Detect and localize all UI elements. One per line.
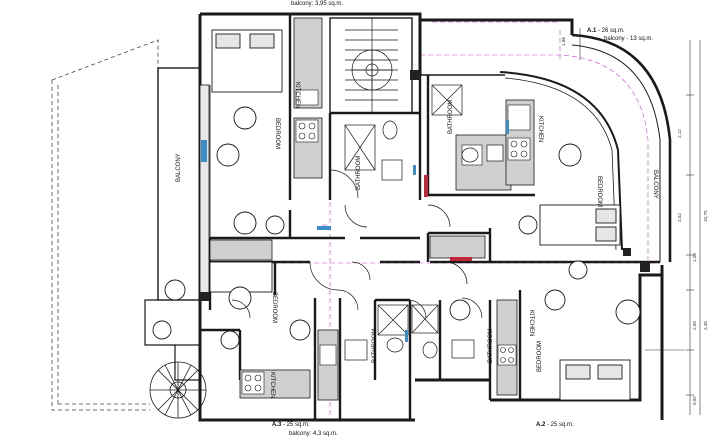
apartment-a3-area: - 25 sq.m. bbox=[283, 422, 310, 428]
apartment-a3-balcony: balcony: 4,3 sq.m. bbox=[289, 431, 338, 437]
room-label-balcony-right: BALCONY bbox=[652, 170, 658, 199]
apartment-a3-header: A.3 - 25 sq.m. bbox=[272, 422, 310, 429]
room-label-balcony-left: BALCONY bbox=[176, 153, 182, 182]
apartment-a1-header: A.1 - 26 sq.m. bbox=[587, 28, 625, 35]
dim-label-6: 2,00 bbox=[692, 321, 697, 330]
dim-label-8: 0,92 bbox=[692, 396, 697, 405]
apartment-a2-area: - 25 sq.m. bbox=[547, 422, 574, 428]
terrace-outline bbox=[51, 39, 159, 411]
dim-label-3: 2,52 bbox=[677, 213, 682, 222]
central-staircase bbox=[329, 17, 413, 114]
room-label-bedroom-top-left: BEDROOM bbox=[274, 118, 280, 150]
room-label-bedroom-bottom-right: BEDROOM bbox=[537, 340, 543, 372]
apartment-a2-header: A.2 - 25 sq.m. bbox=[536, 422, 574, 429]
room-label-bathroom-bottom-right: BATHROOM bbox=[488, 328, 494, 363]
dim-label-4: 10,70 bbox=[703, 210, 708, 223]
door-swings bbox=[231, 169, 483, 319]
room-label-kitchen-bottom-right: KITCHEN bbox=[528, 310, 534, 337]
furniture bbox=[152, 106, 641, 350]
spiral-stair bbox=[149, 361, 207, 419]
bath-fixtures bbox=[344, 84, 504, 361]
red-doors bbox=[424, 175, 472, 261]
room-label-kitchen-bottom-left: KITCHEN bbox=[269, 372, 275, 399]
beds bbox=[209, 29, 631, 401]
room-label-bathroom-bottom-left: BATHROOM bbox=[372, 328, 378, 363]
room-label-kitchen-top-left: KITCHEN bbox=[294, 82, 300, 109]
columns bbox=[200, 70, 650, 301]
apartment-a1-area: - 26 sq.m. bbox=[598, 28, 625, 34]
dim-label-1: 1,86 bbox=[561, 37, 566, 46]
apartment-a1-balcony: balcony - 13 sq.m. bbox=[604, 36, 654, 42]
curved-balcony bbox=[420, 33, 672, 262]
room-label-bedroom-bottom-left: BEDROOM bbox=[271, 292, 277, 324]
apartment-a3-code: A.3 bbox=[272, 422, 282, 428]
room-label-bedroom-right: BEDROOM bbox=[596, 176, 602, 208]
room-label-bathroom-top-right: BATHROOM bbox=[448, 99, 454, 134]
dim-label-7: 2,45 bbox=[703, 321, 708, 330]
apartment-a1-code: A.1 bbox=[587, 28, 597, 34]
top-balcony-note: balcony: 3,95 sq.m. bbox=[291, 1, 344, 7]
room-label-kitchen-top-right: KITCHEN bbox=[537, 116, 543, 143]
dim-label-5: 1,06 bbox=[692, 253, 697, 262]
apartment-a2-code: A.2 bbox=[536, 422, 546, 428]
dim-label-2: 2,12 bbox=[677, 129, 682, 138]
room-label-bathroom-top-center: BATHROOM bbox=[356, 155, 362, 190]
dimension-lines bbox=[579, 28, 701, 415]
windows bbox=[201, 120, 509, 342]
